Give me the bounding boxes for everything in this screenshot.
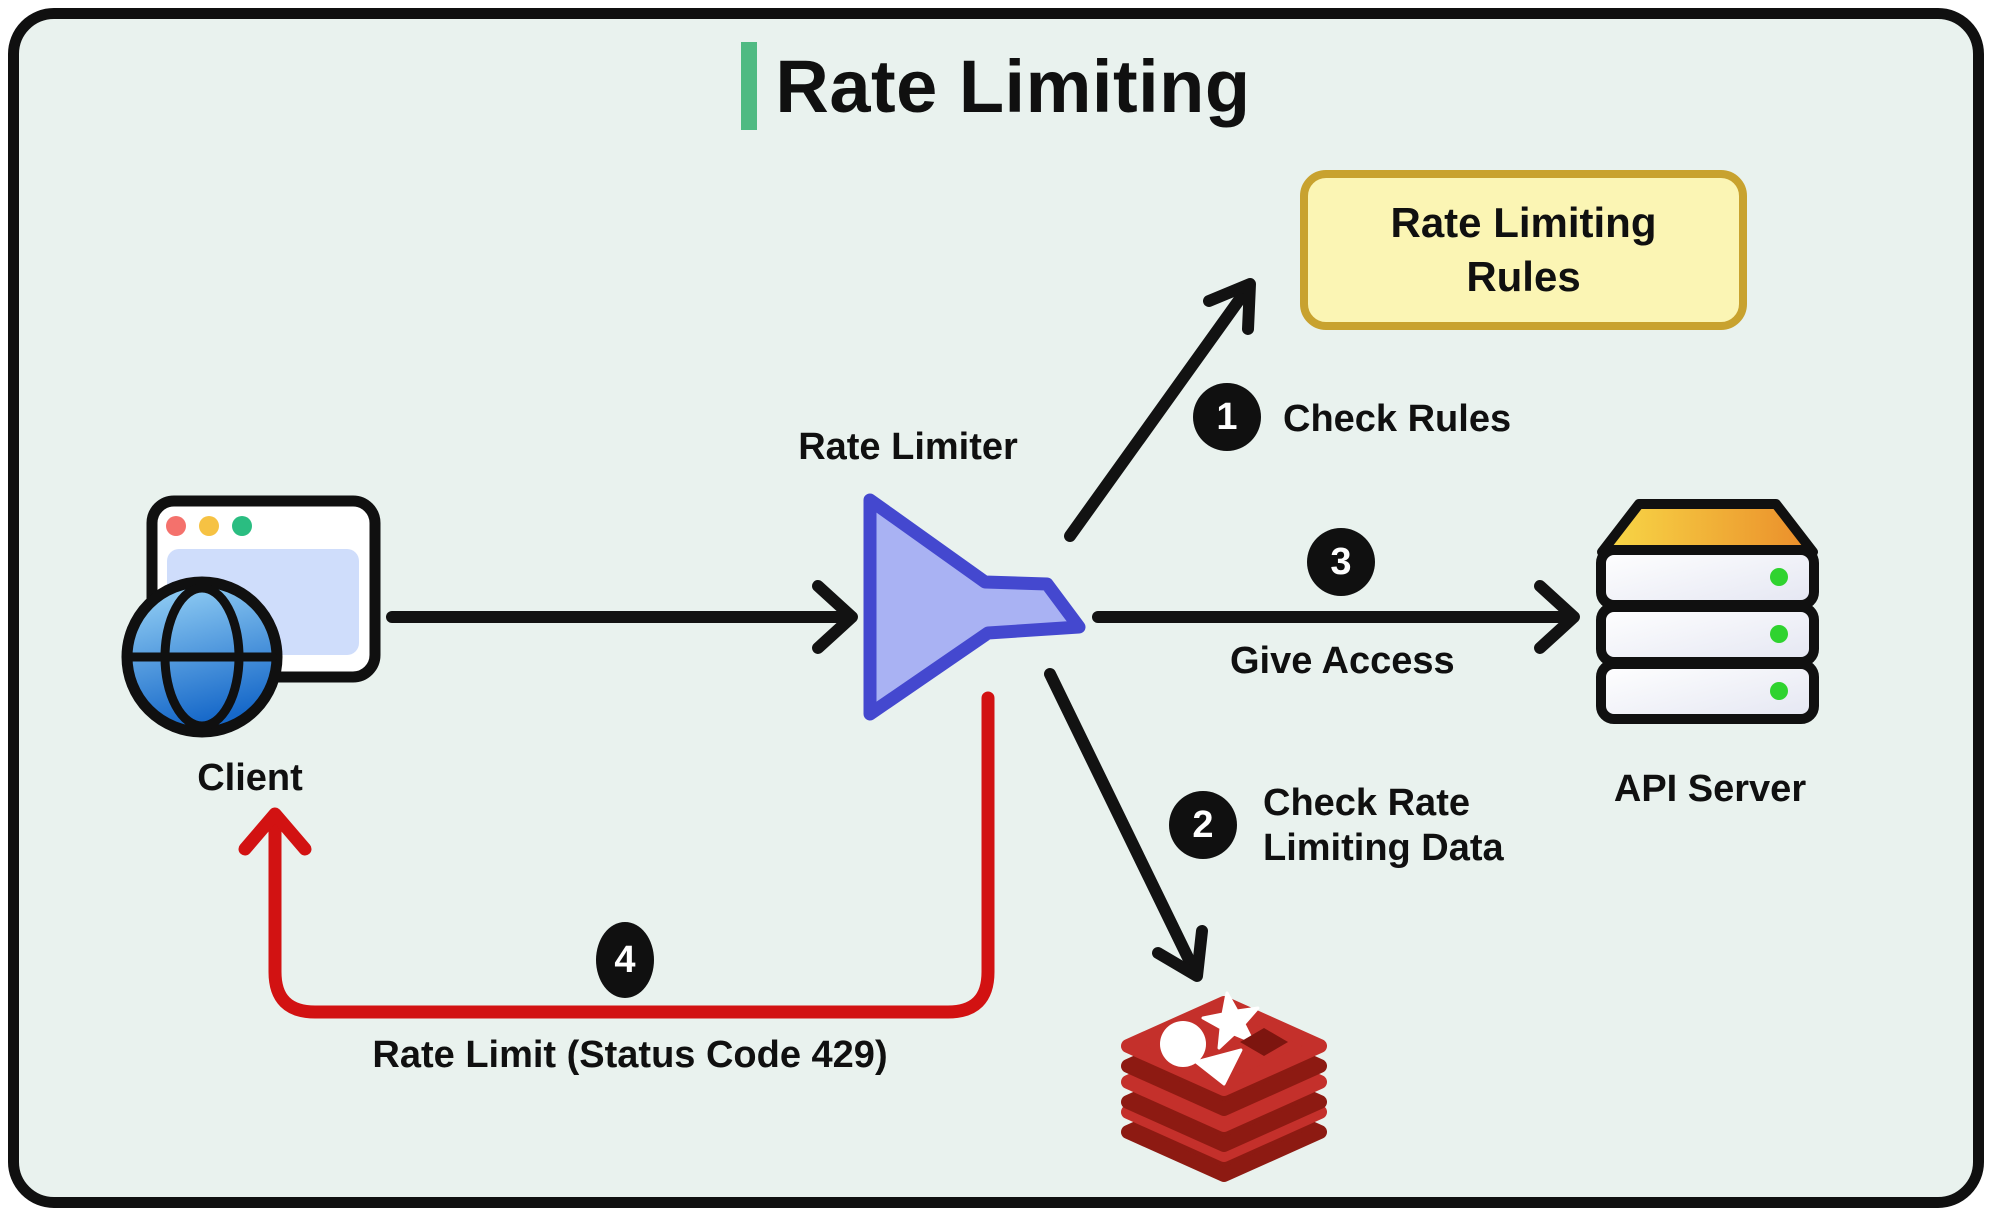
rate-limiter-label: Rate Limiter xyxy=(798,426,1018,468)
traffic-light-yellow-icon xyxy=(199,516,219,536)
step-3-badge: 3 xyxy=(1307,528,1375,596)
browser-globe-icon xyxy=(121,495,381,738)
arrow-limiter-to-server xyxy=(1092,580,1580,654)
traffic-light-red-icon xyxy=(166,516,186,536)
step-3-label: Give Access xyxy=(1230,640,1455,682)
funnel-icon xyxy=(863,493,1086,721)
client-label: Client xyxy=(197,757,303,799)
step-4-badge: 4 xyxy=(596,922,654,998)
step-1-label: Check Rules xyxy=(1283,398,1512,440)
step-1-badge: 1 xyxy=(1193,383,1261,451)
arrow-limiter-to-rules xyxy=(1064,278,1256,542)
arrow-client-to-limiter xyxy=(386,580,858,654)
arrow-limiter-to-redis xyxy=(1044,668,1208,982)
step-4-label: Rate Limit (Status Code 429) xyxy=(372,1034,888,1076)
arrow-reject-to-client xyxy=(238,691,995,1019)
api-server-label: API Server xyxy=(1613,768,1807,810)
diagram-title: Rate Limiting xyxy=(0,42,1992,130)
redis-database-icon xyxy=(1121,991,1327,1182)
step-2-label: Check Rate Limiting Data xyxy=(1263,782,1504,869)
server-stack-icon xyxy=(1596,499,1819,724)
title-accent-bar xyxy=(741,42,758,130)
traffic-light-green-icon xyxy=(232,516,252,536)
page-title: Rate Limiting xyxy=(775,44,1251,128)
step-2-badge: 2 xyxy=(1169,791,1237,859)
rules-box: Rate Limiting Rules xyxy=(1300,170,1747,330)
